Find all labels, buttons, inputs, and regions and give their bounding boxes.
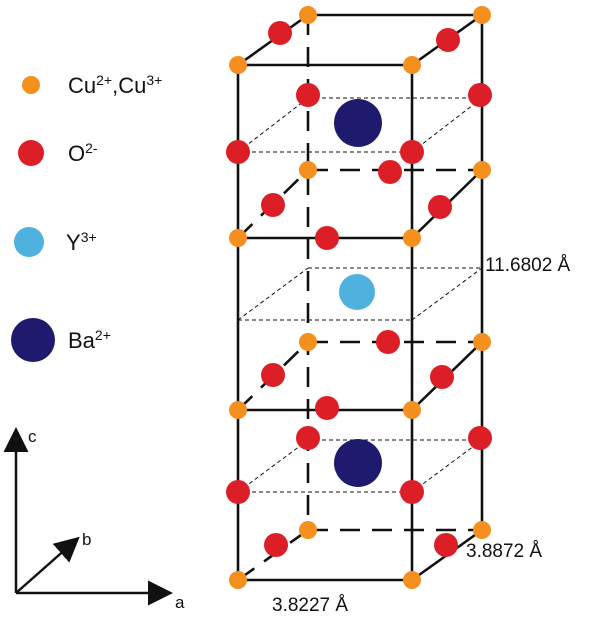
o-atom <box>468 83 492 107</box>
o-atom <box>400 140 424 164</box>
ba-atom <box>334 99 382 147</box>
o-atom <box>436 28 460 52</box>
dimension-a-label: 3.8227 Å <box>272 595 348 616</box>
legend-cu-label: Cu <box>68 73 96 98</box>
o-marker-icon <box>18 140 44 166</box>
o-atom <box>434 533 458 557</box>
dimension-c-label: 11.6802 Å <box>485 255 571 276</box>
legend-cu-label-2: Cu <box>118 73 146 98</box>
o-atom <box>296 426 320 450</box>
o-atom <box>430 365 454 389</box>
svg-text:Y3+: Y3+ <box>66 229 97 255</box>
copper-atoms <box>229 6 491 589</box>
legend-item-ba: Ba2+ <box>11 318 111 362</box>
svg-text:Ba2+: Ba2+ <box>68 327 111 353</box>
cu-atom <box>403 56 421 74</box>
legend: Cu2+,Cu3+ O2- Y3+ Ba2+ <box>11 72 162 362</box>
o-atom <box>468 426 492 450</box>
cu-atom <box>403 571 421 589</box>
legend-ba-charge: 2+ <box>95 327 111 343</box>
cu-atom <box>473 6 491 24</box>
ba-atom <box>334 439 382 487</box>
cu-atom <box>229 571 247 589</box>
legend-ba-label: Ba <box>68 328 96 353</box>
o-atom <box>264 533 288 557</box>
cu-atom <box>299 333 317 351</box>
svg-text:O2-: O2- <box>68 140 98 166</box>
a-axis-label: a <box>175 593 185 612</box>
o-atom <box>268 21 292 45</box>
o-atom <box>315 396 339 420</box>
cu-atom <box>403 401 421 419</box>
oxygen-atoms <box>226 21 492 557</box>
legend-y-charge: 3+ <box>81 229 97 245</box>
o-atom <box>296 83 320 107</box>
o-atom <box>226 480 250 504</box>
o-atom <box>226 140 250 164</box>
legend-item-y: Y3+ <box>14 227 97 257</box>
o-atom <box>261 193 285 217</box>
o-atom <box>315 226 339 250</box>
o-atom <box>428 195 452 219</box>
legend-cu-charge-2: 3+ <box>146 72 162 88</box>
c-axis-label: c <box>28 427 37 446</box>
axis-triad <box>3 427 173 606</box>
b-axis-arrow <box>15 536 80 594</box>
barium-atoms <box>334 99 382 487</box>
cu-atom <box>299 6 317 24</box>
cu-atom <box>403 229 421 247</box>
cu-atom <box>229 229 247 247</box>
y-marker-icon <box>14 227 44 257</box>
legend-item-cu: Cu2+,Cu3+ <box>22 72 162 98</box>
cu-atom <box>229 401 247 419</box>
o-atom <box>261 363 285 387</box>
b-axis-label: b <box>82 530 91 549</box>
cu-atom <box>299 521 317 539</box>
legend-o-label: O <box>68 141 85 166</box>
o-atom <box>400 480 424 504</box>
cu-marker-icon <box>22 76 40 94</box>
o-atom <box>376 330 400 354</box>
legend-item-o: O2- <box>18 140 98 166</box>
y-atom <box>339 274 375 310</box>
legend-y-label: Y <box>66 230 81 255</box>
dimension-b-label: 3.8872 Å <box>466 541 542 562</box>
svg-text:Cu2+,Cu3+: Cu2+,Cu3+ <box>68 72 162 98</box>
legend-o-charge: 2- <box>85 140 98 156</box>
legend-cu-charge: 2+ <box>96 72 112 88</box>
cu-atom <box>473 333 491 351</box>
cu-atom <box>473 161 491 179</box>
ba-marker-icon <box>11 318 55 362</box>
cu-atom <box>229 56 247 74</box>
o-atom <box>378 160 402 184</box>
cu-atom <box>473 521 491 539</box>
cu-atom <box>299 161 317 179</box>
